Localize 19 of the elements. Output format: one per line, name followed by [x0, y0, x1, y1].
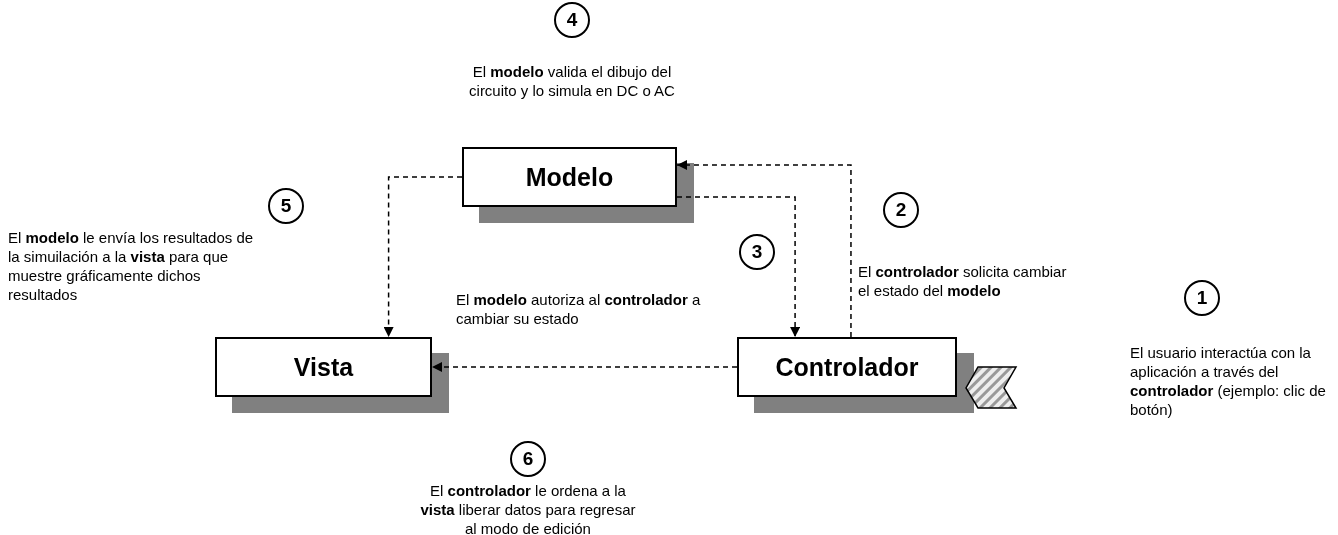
step-description: El controlador solicita cambiar el estado del modelo — [858, 262, 1068, 300]
step-number: 2 — [883, 192, 919, 228]
component-box: Controlador — [737, 337, 957, 397]
step-description: El controlador le ordena a la vista liberar datos para regresar al modo de edición — [419, 481, 637, 535]
step-number: 6 — [510, 441, 546, 477]
step-description: El modelo valida el dibujo del circuito y lo simula en DC o AC — [468, 62, 676, 100]
step-description: El modelo autoriza al controlador a cambiar su estado — [456, 290, 702, 328]
component-box: Vista — [215, 337, 432, 397]
step-number: 4 — [554, 2, 590, 38]
component-box: Modelo — [462, 147, 677, 207]
step-number: 1 — [1184, 280, 1220, 316]
step-description: El usuario interactúa con la aplicación a través del controlador (ejemplo: clic de botón) — [1130, 343, 1327, 419]
dashed-arrow — [676, 160, 852, 338]
dashed-arrow — [676, 196, 801, 338]
step-description: El modelo le envía los resultados de la simuilación a la vista para que muestre gráficamente dichos resultados — [8, 228, 255, 304]
step-number: 3 — [739, 234, 775, 270]
step-number: 5 — [268, 188, 304, 224]
dashed-arrow — [431, 362, 738, 372]
dashed-arrow — [383, 176, 463, 338]
